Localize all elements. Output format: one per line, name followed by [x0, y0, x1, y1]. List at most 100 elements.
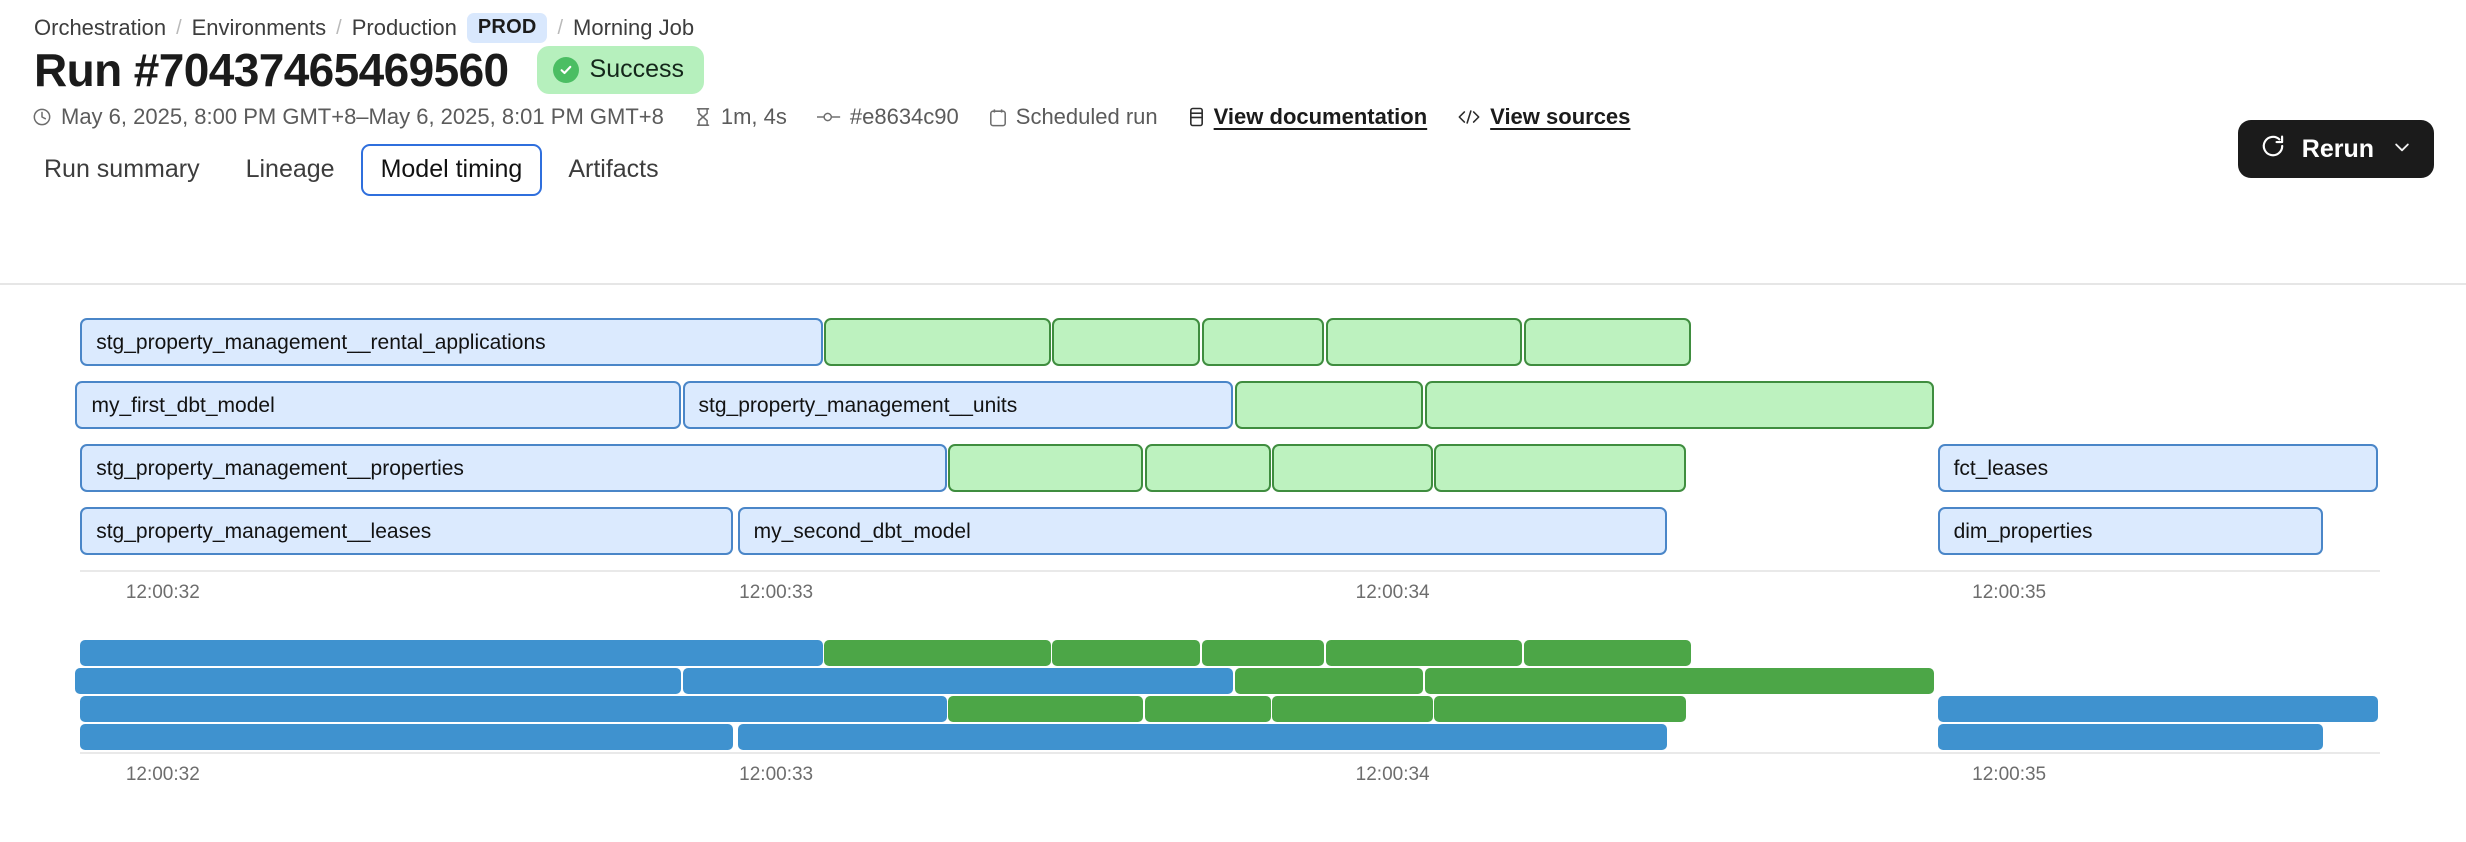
calendar-icon [989, 108, 1007, 127]
model-timing-chart-outlined: stg_property_management__rental_applicat… [0, 318, 2466, 603]
gantt-bar-label: my_first_dbt_model [91, 393, 275, 417]
gantt-row: stg_property_management__rental_applicat… [0, 318, 2466, 366]
gantt-bar-stg_property_management__rental_applications[interactable]: stg_property_management__rental_applicat… [80, 318, 823, 366]
gantt-bar[interactable] [1234, 668, 1424, 694]
clock-icon [32, 107, 52, 127]
page-header: Run #70437465469560 Success [0, 30, 2466, 96]
axis-tick-label: 12:00:33 [739, 764, 814, 785]
meta-trigger-text: Scheduled run [1015, 104, 1158, 129]
gantt-bar[interactable] [948, 696, 1144, 722]
gantt-row: stg_property_management__properties fct_l… [0, 444, 2466, 492]
gantt-rows-outlined: stg_property_management__rental_applicat… [0, 318, 2466, 555]
gantt-bar[interactable] [1937, 724, 2323, 750]
rerun-button[interactable]: Rerun [2237, 120, 2434, 178]
tab-artifacts[interactable]: Artifacts [568, 155, 659, 183]
commit-icon [816, 109, 841, 125]
gantt-bar[interactable] [948, 444, 1144, 492]
gantt-bar[interactable] [824, 640, 1051, 666]
breadcrumb-separator: / [557, 16, 564, 39]
meta-duration-text: 1m, 4s [720, 104, 787, 129]
gantt-bar-my_second_dbt_model[interactable]: my_second_dbt_model [737, 507, 1668, 555]
hourglass-icon [694, 107, 712, 127]
meta-commit[interactable]: #e8634c90 [816, 104, 959, 130]
gantt-bar-label: my_second_dbt_model [753, 519, 971, 543]
breadcrumb-item-environments[interactable]: Environments [191, 15, 327, 40]
tab-bar-underline [0, 283, 2466, 285]
gantt-bar[interactable] [1325, 318, 1523, 366]
meta-trigger: Scheduled run [989, 104, 1158, 130]
gantt-bar-label: stg_property_management__leases [96, 519, 432, 543]
gantt-bar[interactable] [1272, 444, 1433, 492]
page-title: Run #70437465469560 [34, 44, 509, 96]
breadcrumb-separator: / [176, 16, 182, 39]
tab-model-timing[interactable]: Model timing [360, 144, 543, 196]
gantt-bar-my_first_dbt_model[interactable]: my_first_dbt_model [75, 381, 681, 429]
check-circle-icon [552, 56, 579, 83]
axis-tick-label: 12:00:32 [125, 764, 200, 785]
breadcrumb-item-orchestration[interactable]: Orchestration [34, 15, 167, 40]
gantt-bar[interactable] [1201, 318, 1325, 366]
gantt-bar-label: fct_leases [1953, 456, 2049, 480]
gantt-bar[interactable] [1424, 668, 1935, 694]
gantt-bar-label: stg_property_management__rental_applicat… [96, 330, 546, 354]
gantt-row [0, 724, 2466, 750]
meta-timerange: May 6, 2025, 8:00 PM GMT+8–May 6, 2025, … [32, 104, 664, 130]
gantt-bar[interactable] [1144, 696, 1271, 722]
tab-run-summary[interactable]: Run summary [44, 155, 200, 183]
meta-timerange-text: May 6, 2025, 8:00 PM GMT+8–May 6, 2025, … [61, 104, 664, 129]
gantt-bar[interactable] [737, 724, 1668, 750]
gantt-bar[interactable] [1325, 640, 1523, 666]
gantt-bar[interactable] [1052, 640, 1200, 666]
meta-documentation[interactable]: View documentation [1188, 104, 1428, 130]
gantt-bar[interactable] [824, 318, 1051, 366]
axis-tick-label: 12:00:34 [1355, 582, 1430, 603]
refresh-icon [2260, 133, 2286, 166]
gantt-rows-solid [0, 640, 2466, 750]
meta-documentation-link[interactable]: View documentation [1213, 104, 1428, 129]
gantt-bar[interactable] [1424, 381, 1935, 429]
gantt-bar[interactable] [1272, 696, 1433, 722]
gantt-bar[interactable] [1201, 640, 1325, 666]
gantt-bar[interactable] [1434, 696, 1686, 722]
breadcrumb: Orchestration / Environments / Productio… [0, 0, 2466, 43]
gantt-row [0, 640, 2466, 666]
breadcrumb-badge-prod: PROD [466, 13, 548, 43]
meta-sources[interactable]: View sources [1457, 104, 1630, 130]
gantt-bar[interactable] [1523, 640, 1691, 666]
axis-tick-label: 12:00:32 [125, 582, 200, 603]
gantt-bar-fct_leases[interactable]: fct_leases [1937, 444, 2378, 492]
axis-tick-label: 12:00:33 [739, 582, 814, 603]
status-badge: Success [536, 46, 705, 94]
gantt-bar-stg_property_management__units[interactable]: stg_property_management__units [682, 381, 1233, 429]
gantt-bar[interactable] [80, 724, 733, 750]
gantt-bar[interactable] [1052, 318, 1200, 366]
gantt-bar[interactable] [1234, 381, 1424, 429]
breadcrumb-item-production[interactable]: Production [351, 15, 457, 40]
tab-lineage[interactable]: Lineage [245, 155, 335, 183]
gantt-row [0, 696, 2466, 722]
breadcrumb-separator: / [336, 16, 342, 39]
gantt-bar-stg_property_management__properties[interactable]: stg_property_management__properties [80, 444, 947, 492]
gantt-bar-stg_property_management__leases[interactable]: stg_property_management__leases [80, 507, 733, 555]
gantt-bar-label: stg_property_management__units [698, 393, 1018, 417]
gantt-bar[interactable] [1144, 444, 1271, 492]
chevron-down-icon[interactable] [2392, 135, 2412, 164]
gantt-bar-label: dim_properties [1953, 519, 2093, 543]
gantt-bar[interactable] [682, 668, 1233, 694]
gantt-bar[interactable] [80, 696, 947, 722]
gantt-bar[interactable] [1523, 318, 1691, 366]
axis-tick-label: 12:00:34 [1355, 764, 1430, 785]
gantt-bar[interactable] [1434, 444, 1686, 492]
breadcrumb-item-morning-job[interactable]: Morning Job [573, 15, 695, 40]
gantt-row [0, 668, 2466, 694]
rerun-button-label: Rerun [2301, 134, 2374, 163]
gantt-row: stg_property_management__leases my_second… [0, 507, 2466, 555]
gantt-bar-dim_properties[interactable]: dim_properties [1937, 507, 2323, 555]
run-metadata: May 6, 2025, 8:00 PM GMT+8–May 6, 2025, … [0, 92, 2466, 130]
gantt-bar[interactable] [80, 640, 823, 666]
gantt-bar[interactable] [75, 668, 681, 694]
meta-sources-link[interactable]: View sources [1490, 104, 1631, 129]
gantt-bar[interactable] [1937, 696, 2378, 722]
